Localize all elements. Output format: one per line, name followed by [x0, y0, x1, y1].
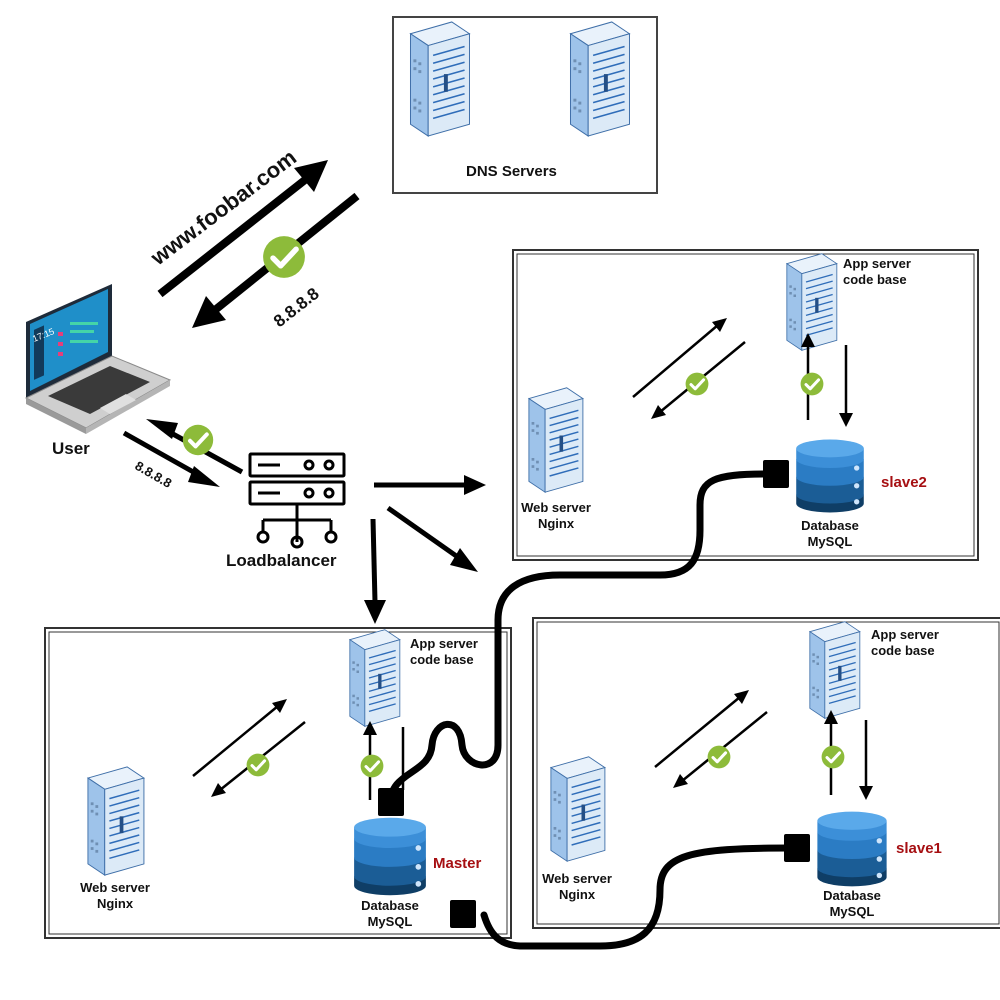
dns-servers-label: DNS Servers	[466, 163, 557, 180]
check-icon	[821, 745, 845, 769]
db-role-label: Master	[433, 855, 482, 872]
database-icon	[796, 439, 864, 513]
laptop-icon	[24, 284, 172, 434]
cluster-left-box	[44, 627, 512, 939]
db-connector-plug	[378, 788, 404, 816]
dns-request-arrow	[157, 160, 328, 298]
app-server-icon	[349, 628, 401, 728]
cable-icon	[386, 470, 794, 950]
dns-server-icon	[569, 21, 631, 137]
lb-to-left-cluster-arrow	[364, 518, 386, 624]
dns-server-icon	[409, 21, 471, 137]
database-icon	[817, 811, 887, 887]
check-icon	[800, 372, 824, 396]
web-server-icon	[550, 756, 606, 862]
check-icon	[182, 424, 214, 456]
db-role-label: slave1	[896, 840, 942, 857]
cluster-top-box	[512, 249, 979, 561]
user-label: User	[52, 439, 90, 458]
check-icon	[246, 753, 270, 777]
check-icon	[263, 236, 305, 278]
database-icon	[354, 817, 426, 896]
check-icon	[707, 745, 731, 769]
loadbalancer-label: Loadbalancer	[226, 551, 337, 570]
loadbalancer-icon	[248, 452, 346, 549]
dns-box	[392, 16, 658, 194]
web-server-icon	[528, 387, 584, 493]
app-server-icon	[809, 620, 861, 720]
db-connector-plug	[450, 900, 476, 928]
user-to-lb-arrow	[122, 430, 220, 487]
lb-to-top-cluster-arrow	[374, 475, 486, 495]
db-connector-plug	[763, 460, 789, 488]
db-connector-plug	[784, 834, 810, 862]
lb-to-right-cluster-arrow	[386, 505, 478, 572]
db-role-label: slave2	[881, 474, 927, 491]
web-app-arrows-right	[654, 690, 768, 788]
check-icon	[685, 372, 709, 396]
web-app-arrows-top	[632, 318, 746, 419]
cluster-right-box	[532, 617, 1000, 929]
web-app-arrows-left	[192, 699, 306, 797]
web-server-icon	[87, 766, 145, 876]
app-server-icon	[786, 252, 838, 352]
check-icon	[360, 754, 384, 778]
